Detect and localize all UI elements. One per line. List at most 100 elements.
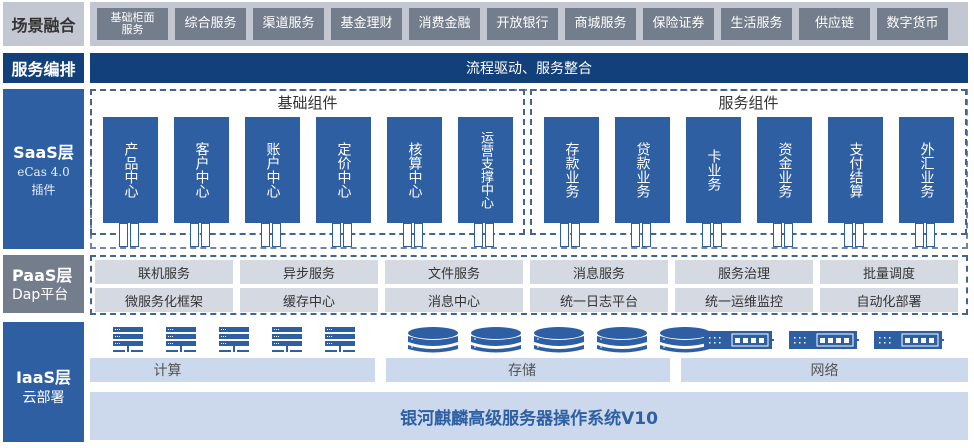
iaas-network-bar[interactable]: 网络 (681, 358, 968, 382)
operating-system-bar: 银河麒麟高级服务器操作系统V10 (90, 392, 968, 440)
paas-service[interactable]: 文件服务 (385, 260, 523, 284)
server-icon (272, 327, 302, 352)
network-switch-icon (789, 331, 859, 349)
iaas-compute-bar[interactable]: 计算 (90, 358, 375, 382)
iaas-subtitle: 云部署 (22, 390, 65, 406)
paas-service[interactable]: 异步服务 (240, 260, 378, 284)
component-label: 存款业务 (563, 142, 580, 198)
component-accounting-center[interactable]: 核算中心 (387, 117, 442, 223)
scene-item[interactable]: 生活服务 (721, 8, 792, 40)
saas-subtitle-2: 插件 (31, 183, 56, 197)
basic-components-group (90, 89, 525, 235)
paas-service-label: 自动化部署 (856, 294, 922, 310)
scene-item[interactable]: 供应链 (799, 8, 870, 40)
paas-service-label: 文件服务 (427, 266, 480, 282)
paas-services-grid: 联机服务 异步服务 文件服务 消息服务 服务治理 批量调度 微服务化框架 缓存中… (95, 260, 958, 312)
database-icon (534, 327, 584, 353)
plugin-connector-icon (844, 223, 866, 247)
component-loan-business[interactable]: 贷款业务 (615, 117, 670, 223)
database-icon (471, 327, 521, 353)
component-account-center[interactable]: 账户中心 (245, 117, 300, 223)
network-label: 网络 (810, 363, 839, 379)
saas-title: SaaS层 (13, 143, 74, 162)
plugin-connector-icon (119, 223, 141, 247)
plugin-connector-icon (560, 223, 582, 247)
service-components-group (530, 89, 967, 235)
component-product-center[interactable]: 产品中心 (103, 117, 158, 223)
scene-item[interactable]: 保险证券 (643, 8, 714, 40)
saas-subtitle: eCas 4.0 (17, 165, 70, 179)
component-treasury-business[interactable]: 资金业务 (757, 117, 812, 223)
scene-item[interactable]: 消费金融 (409, 8, 480, 40)
paas-service[interactable]: 微服务化框架 (95, 288, 233, 312)
component-pricing-center[interactable]: 定价中心 (316, 117, 371, 223)
paas-service[interactable]: 批量调度 (820, 260, 958, 284)
layer-label-orchestration: 服务编排 (3, 53, 84, 83)
paas-service[interactable]: 服务治理 (675, 260, 813, 284)
compute-icons (113, 326, 355, 354)
paas-service[interactable]: 消息中心 (385, 288, 523, 312)
scene-item[interactable]: 数字货币 (877, 8, 948, 40)
paas-service[interactable]: 缓存中心 (240, 288, 378, 312)
paas-service[interactable]: 自动化部署 (820, 288, 958, 312)
plugin-connector-icon (702, 223, 724, 247)
plugin-connector-icon (261, 223, 283, 247)
server-icon (219, 327, 249, 352)
component-label: 支付结算 (847, 142, 864, 198)
plugin-connector-icon (190, 223, 212, 247)
server-icon (325, 327, 355, 352)
scene-item-label: 数字货币 (886, 16, 939, 31)
component-label: 定价中心 (335, 142, 352, 198)
network-switch-icon (704, 331, 774, 349)
component-label: 运营支撑中心 (478, 131, 493, 209)
scene-item-counter-service[interactable]: 基础柜面服务 (97, 8, 168, 40)
plugin-connector-icon (332, 223, 354, 247)
scene-item-label: 生活服务 (730, 16, 783, 31)
paas-service-label: 统一运维监控 (704, 294, 783, 310)
component-deposit-business[interactable]: 存款业务 (544, 117, 599, 223)
paas-dashed-frame (90, 255, 968, 315)
component-label: 客户中心 (193, 142, 210, 198)
scene-item[interactable]: 商城服务 (565, 8, 636, 40)
layer-label-iaas: IaaS层 云部署 (3, 322, 84, 442)
paas-service[interactable]: 联机服务 (95, 260, 233, 284)
component-operations-support-center[interactable]: 运营支撑中心 (458, 117, 513, 223)
layer-label-paas: PaaS层 Dap平台 (3, 255, 84, 313)
paas-service-label: 服务治理 (717, 266, 770, 282)
database-icon (597, 327, 647, 353)
plugin-connector-icon (403, 223, 425, 247)
paas-service[interactable]: 统一运维监控 (675, 288, 813, 312)
compute-label: 计算 (153, 363, 182, 379)
scene-item[interactable]: 基金理财 (331, 8, 402, 40)
component-forex-business[interactable]: 外汇业务 (899, 117, 954, 223)
iaas-title: IaaS层 (15, 368, 72, 387)
layer-label-scene: 场景融合 (3, 2, 84, 46)
component-label: 核算中心 (406, 142, 423, 198)
paas-service-label: 联机服务 (137, 266, 190, 282)
scene-item[interactable]: 综合服务 (175, 8, 246, 40)
component-card-business[interactable]: 卡业务 (686, 117, 741, 223)
database-icon (660, 327, 710, 353)
operating-system-label: 银河麒麟高级服务器操作系统V10 (400, 408, 658, 429)
component-payment-settlement[interactable]: 支付结算 (828, 117, 883, 223)
paas-service[interactable]: 消息服务 (530, 260, 668, 284)
component-customer-center[interactable]: 客户中心 (174, 117, 229, 223)
scene-item[interactable]: 渠道服务 (253, 8, 324, 40)
storage-label: 存储 (508, 363, 536, 379)
paas-service[interactable]: 统一日志平台 (530, 288, 668, 312)
storage-icons (408, 326, 710, 354)
component-label: 外汇业务 (918, 142, 935, 198)
orchestration-label-text: 服务编排 (11, 60, 76, 79)
network-switch-icon (874, 331, 944, 349)
network-icons (704, 326, 944, 354)
scene-item[interactable]: 开放银行 (487, 8, 558, 40)
server-icon (166, 327, 196, 352)
paas-service-label: 消息服务 (572, 266, 625, 282)
scene-item-label: 保险证券 (652, 16, 705, 31)
paas-title: PaaS层 (12, 266, 73, 285)
iaas-storage-bar[interactable]: 存储 (386, 358, 670, 382)
paas-service-label: 消息中心 (427, 294, 480, 310)
scene-label-text: 场景融合 (11, 16, 76, 35)
database-icon (408, 327, 458, 353)
component-label: 卡业务 (705, 149, 722, 191)
